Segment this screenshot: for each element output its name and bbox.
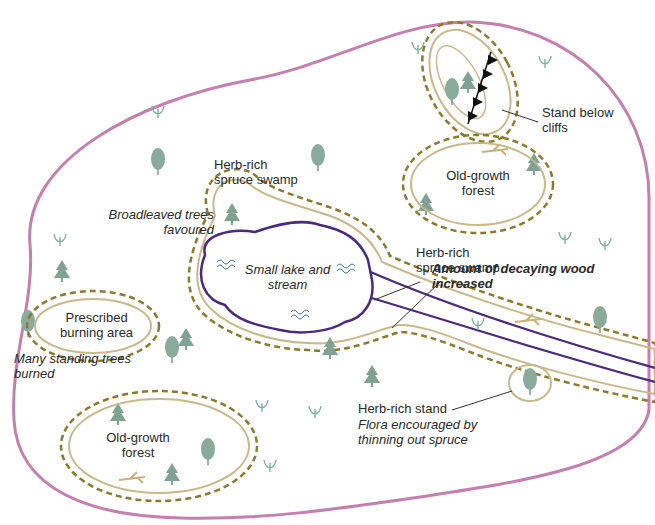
management-note: Many standing trees burned <box>14 352 134 382</box>
swamp-label: Herb-rich spruce swamp <box>214 158 306 188</box>
conifer-trunk <box>117 421 119 425</box>
herb-icon <box>539 56 551 68</box>
broadleaf-icon <box>523 368 537 390</box>
conifer-trunk <box>231 221 233 225</box>
conifer-trunk <box>467 89 469 93</box>
stand-area: Old-growth forest <box>410 142 546 226</box>
broadleaf-icon <box>151 148 165 170</box>
water-wave <box>291 310 309 319</box>
conifer-trunk <box>329 355 331 359</box>
conifer-trunk <box>371 383 373 387</box>
broadleaf-icon <box>445 78 459 100</box>
stand-area: Old-growth forest <box>68 398 250 494</box>
herb-icon <box>472 318 484 330</box>
stream-line <box>358 294 655 382</box>
conifer-icon <box>224 203 240 221</box>
stand-label: Herb-rich stand <box>358 402 498 417</box>
herb-icon <box>559 232 571 244</box>
stand-area: Prescribed burning area <box>34 298 159 354</box>
broadleaf-icon <box>593 306 607 328</box>
management-note: Flora encouraged by thinning out spruce <box>358 418 498 448</box>
area-name: Old-growth forest <box>438 169 518 199</box>
conifer-icon <box>164 463 180 481</box>
conifer-icon <box>364 365 380 383</box>
herb-icon <box>152 106 164 118</box>
leader-line <box>374 282 420 300</box>
broadleaf-icon <box>311 144 325 166</box>
leader-line <box>502 110 538 122</box>
swamp-outline-outer <box>189 169 655 402</box>
broadleaf-icon <box>165 336 179 358</box>
broadleaf-icon <box>21 310 35 332</box>
herb-icon <box>412 42 424 54</box>
area-name: Prescribed burning area <box>55 311 139 341</box>
stand-boundary <box>69 399 249 493</box>
stand-boundary <box>411 143 545 225</box>
water-wave <box>217 260 235 269</box>
herb-rich-stand-outline <box>509 365 551 401</box>
herb-icon <box>264 460 276 472</box>
herb-icon <box>599 238 611 250</box>
swamp-outline-inner <box>197 180 655 394</box>
conifer-trunk <box>533 171 535 175</box>
area-name: Small lake and stream <box>243 263 333 293</box>
cliff-stand <box>403 6 537 158</box>
stand-boundary-dashed <box>27 291 159 361</box>
stream-line <box>366 270 655 368</box>
stand-label: Stand below cliffs <box>542 106 624 136</box>
area-outline <box>14 22 649 518</box>
area-name: Old-growth forest <box>98 431 178 461</box>
herb-icon <box>54 234 66 246</box>
management-note: Amount of decaying wood increased <box>432 262 637 292</box>
stand-boundary-dashed <box>61 391 257 501</box>
broadleaf-icon <box>201 438 215 460</box>
lake-outline <box>201 222 372 332</box>
conifer-icon <box>418 193 434 211</box>
conifer-trunk <box>171 481 173 485</box>
herb-icon <box>309 406 321 418</box>
decaying-wood-icon <box>515 314 541 325</box>
management-note: Broadleaved trees favoured <box>98 208 214 238</box>
leader-line <box>452 391 512 410</box>
decaying-wood-icon <box>119 472 145 483</box>
stand-outline <box>68 398 250 494</box>
stand-boundary <box>35 299 151 353</box>
conifer-icon <box>460 71 476 89</box>
stand-boundary-dashed <box>403 135 553 233</box>
herb-icon <box>256 400 268 412</box>
conifer-icon <box>54 260 70 278</box>
conifer-icon <box>322 337 338 355</box>
conifer-trunk <box>185 346 187 350</box>
conifer-trunk <box>61 278 63 282</box>
lake-area: Small lake and stream <box>200 222 375 334</box>
conifer-icon <box>178 328 194 346</box>
water-wave <box>337 264 355 273</box>
